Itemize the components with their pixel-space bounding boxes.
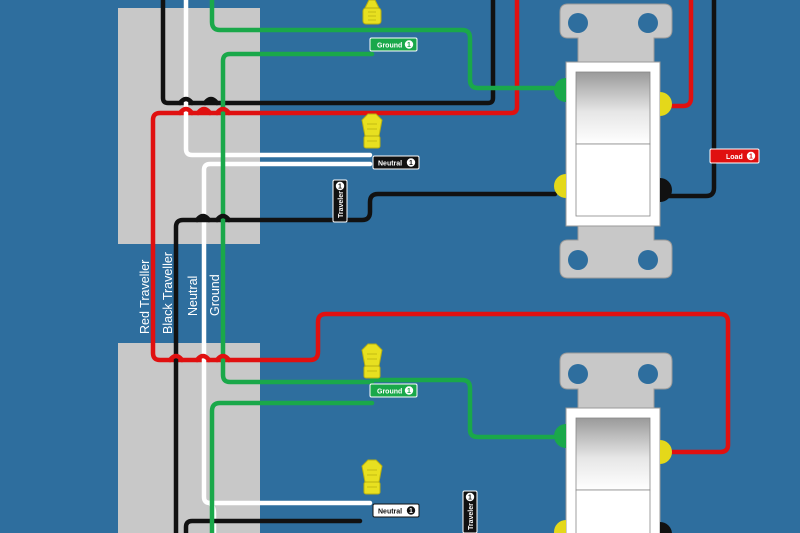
black-wire-top-cable	[160, 0, 496, 106]
tag-badge: 1	[749, 154, 753, 161]
red-traveller-wire-top	[150, 0, 731, 455]
tag-ground-top-label: Ground	[377, 43, 402, 50]
terminal-common	[660, 178, 672, 202]
crossover-bump	[167, 353, 185, 363]
label-neutral: Neutral	[186, 276, 200, 316]
tag-ground-bottom-label: Ground	[377, 389, 402, 396]
tag-ground-bottom: Ground 1	[369, 383, 418, 398]
wire-nut-neutral-bottom	[361, 459, 383, 495]
tag-traveler-bottom: 1 Traveler	[462, 490, 478, 533]
rocker-lower	[575, 143, 651, 217]
black-traveller-wire-bottom	[183, 518, 363, 533]
black-traveller-wire-top	[173, 191, 558, 533]
wire-nut-ground-top	[362, 0, 382, 25]
electrical-box-top	[118, 8, 260, 244]
screw-hole	[638, 13, 658, 33]
wire-nut-neutral-top	[361, 113, 383, 149]
crossover-bump	[195, 106, 213, 116]
crossover-bump	[202, 96, 220, 106]
tag-badge: 1	[407, 42, 411, 49]
rocker-upper	[575, 71, 651, 145]
terminal-traveller	[660, 92, 672, 116]
terminal-traveller	[554, 520, 566, 533]
tag-neutral-bottom-label: Neutral	[378, 509, 402, 516]
screw-hole	[568, 250, 588, 270]
crossover-bump	[194, 213, 212, 223]
tag-traveler-top-label: Traveler	[338, 191, 345, 218]
tag-badge: 1	[409, 160, 413, 167]
terminal-ground	[554, 78, 566, 102]
ground-wire-top	[209, 0, 375, 33]
ground-wire-bottom	[209, 400, 375, 533]
screw-hole	[568, 13, 588, 33]
wire-nut-ground-bottom	[361, 343, 383, 379]
black-load-wire	[662, 0, 717, 199]
terminal-common	[660, 522, 672, 533]
label-ground: Ground	[208, 274, 222, 316]
tag-badge: 1	[338, 184, 342, 191]
three-way-switch-top	[554, 3, 673, 279]
terminal-traveller	[554, 174, 566, 198]
neutral-wire-top	[183, 0, 373, 158]
screw-hole	[638, 250, 658, 270]
screw-hole	[568, 364, 588, 384]
crossover-bump	[177, 106, 195, 116]
crossover-bump	[214, 213, 232, 223]
crossover-bump	[214, 353, 232, 363]
ground-wire-top-to-switch	[369, 27, 556, 91]
three-way-switch-bottom	[554, 352, 673, 533]
tag-badge: 1	[409, 508, 413, 515]
neutral-wire-down	[201, 161, 373, 506]
tag-load-label: Load	[726, 154, 743, 161]
tag-traveler-top: 1 Traveler	[332, 179, 348, 223]
tag-badge: 1	[407, 388, 411, 395]
tag-load: Load 1	[709, 148, 760, 164]
label-black-traveller: Black Traveller	[161, 252, 175, 334]
tag-traveler-bottom-label: Traveler	[468, 503, 475, 530]
tag-badge: 1	[468, 495, 472, 502]
tag-neutral-top-label: Neutral	[378, 161, 402, 168]
crossover-bump	[177, 96, 195, 106]
rocker-lower	[575, 489, 651, 533]
terminal-traveller	[660, 440, 672, 464]
tag-neutral-bottom: Neutral 1	[372, 503, 420, 518]
rocker-upper	[575, 417, 651, 491]
ground-wire-bottom-to-switch	[369, 377, 556, 440]
crossover-bump	[214, 106, 232, 116]
tag-neutral-top: Neutral 1	[372, 155, 420, 170]
crossover-bump	[194, 353, 212, 363]
red-load-wire	[662, 0, 694, 109]
label-red-traveller: Red Traveller	[138, 260, 152, 334]
tag-ground-top: Ground 1	[369, 37, 418, 52]
terminal-ground	[554, 424, 566, 448]
screw-hole	[638, 364, 658, 384]
